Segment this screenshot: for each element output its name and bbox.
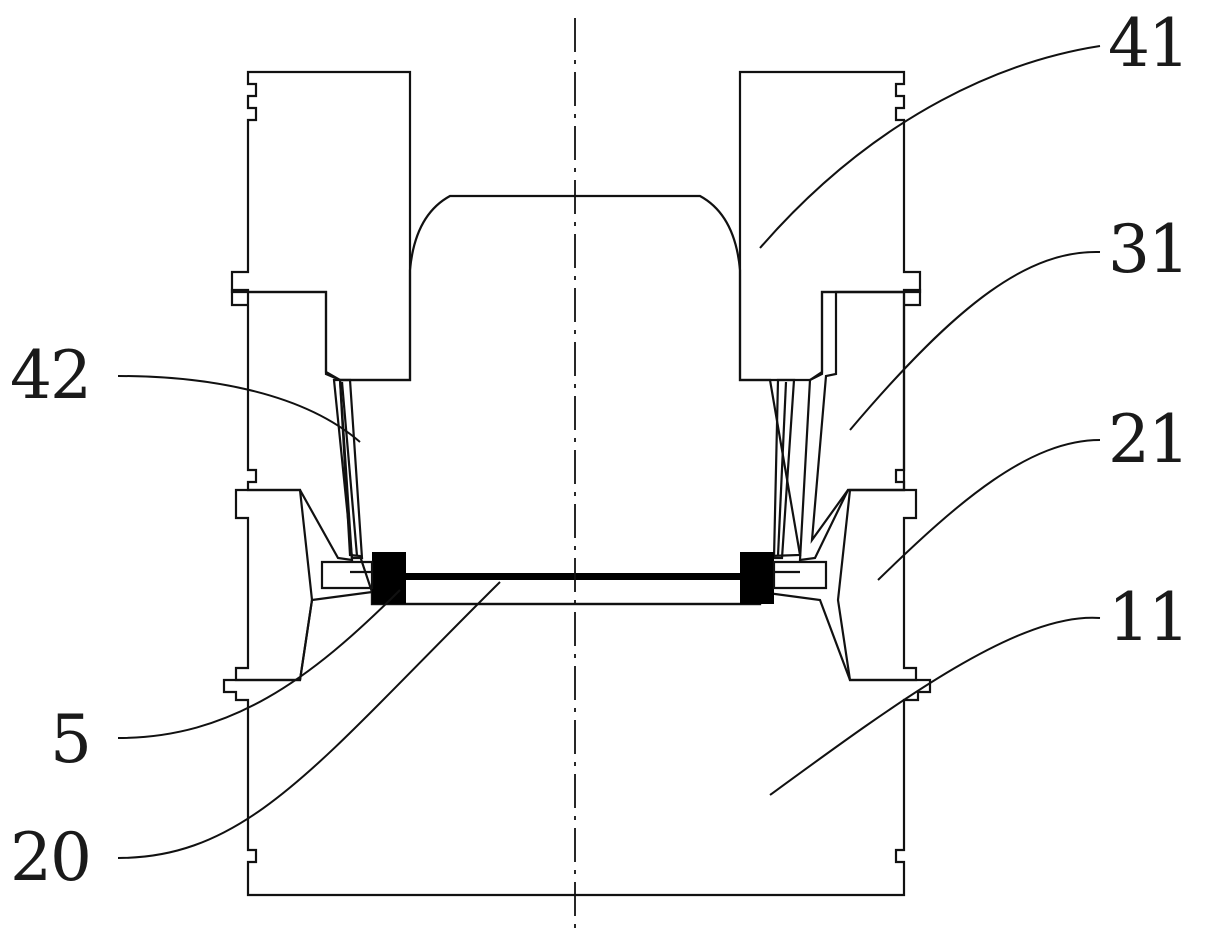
label-42: 42 xyxy=(10,337,90,414)
label-20: 20 xyxy=(10,819,90,896)
side-ring-21 xyxy=(234,488,918,682)
lower-die-11 xyxy=(222,590,932,897)
leader-lines xyxy=(117,45,1101,859)
label-11: 11 xyxy=(1108,579,1188,656)
workpiece-5 xyxy=(320,552,828,604)
label-31: 31 xyxy=(1108,211,1188,288)
conical-channel-42 xyxy=(332,378,796,560)
upper-die-41 xyxy=(230,70,922,382)
label-5: 5 xyxy=(50,701,90,778)
label-41: 41 xyxy=(1108,5,1188,82)
label-21: 21 xyxy=(1108,401,1188,478)
